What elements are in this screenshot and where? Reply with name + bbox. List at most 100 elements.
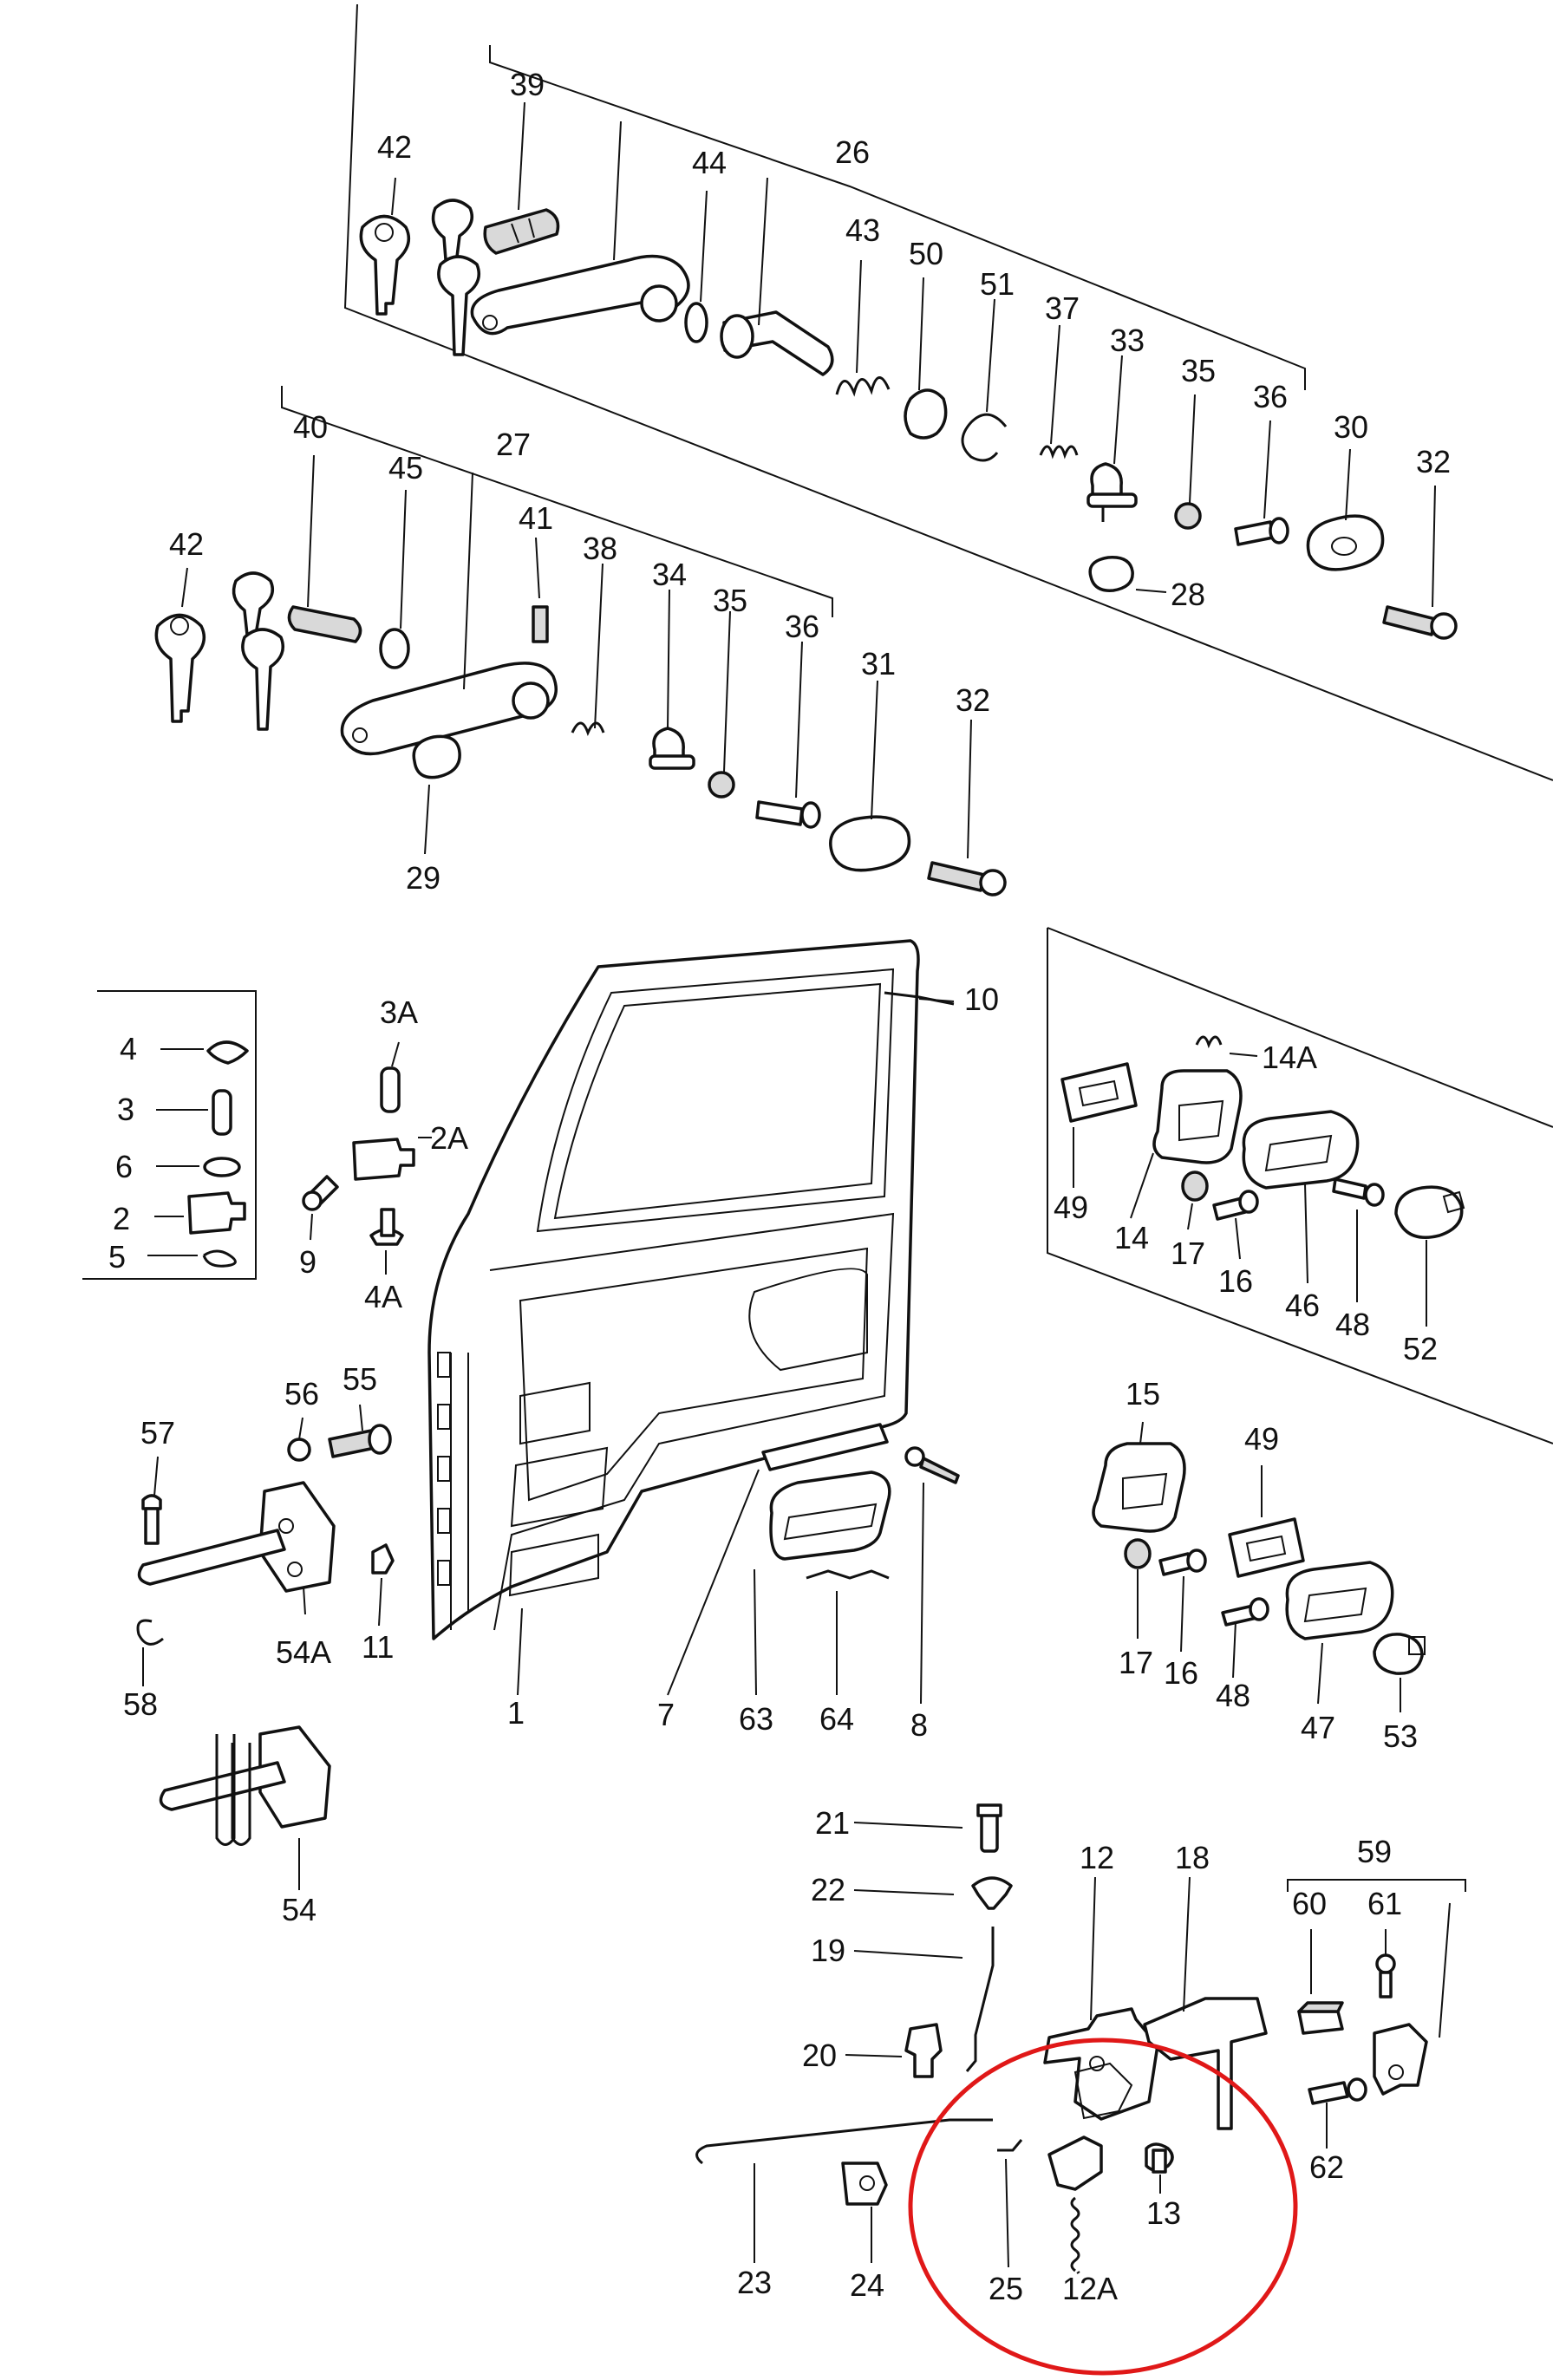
callout-41: 41 (519, 500, 553, 536)
check-strap-54A (137, 1481, 336, 1593)
cam-50 (904, 388, 948, 440)
callout-51: 51 (980, 266, 1015, 302)
inner-handle-15 (1092, 1442, 1186, 1533)
callout-19: 19 (811, 1933, 845, 1968)
outer-handle-mid (340, 662, 558, 756)
callout-38: 38 (583, 531, 617, 566)
pin-3A (380, 1066, 401, 1113)
lock-12 (1043, 2007, 1159, 2121)
seal-29 (412, 734, 461, 779)
callout-37: 37 (1045, 290, 1080, 326)
callout-58: 58 (123, 1686, 158, 1722)
callout-17-top: 17 (1171, 1236, 1205, 1271)
spring-12A (1070, 2196, 1080, 2272)
callout-14A: 14A (1262, 1040, 1317, 1075)
bracket-20 (904, 2023, 943, 2078)
screw-13 (1145, 2142, 1174, 2174)
callout-33: 33 (1110, 323, 1145, 358)
callout-4: 4 (120, 1031, 137, 1066)
cover-52 (1394, 1185, 1465, 1239)
striker-59 (1373, 2023, 1428, 2096)
seal-31 (829, 815, 911, 872)
callout-8: 8 (910, 1707, 928, 1743)
callout-29: 29 (406, 860, 440, 896)
bracket-7 (761, 1423, 889, 1471)
circlip-58 (136, 1619, 164, 1646)
o-ring-45 (379, 628, 410, 669)
cap-53 (1373, 1633, 1426, 1675)
clip-5 (202, 1249, 237, 1268)
washer-35-mid (708, 771, 735, 799)
inner-parts (761, 1423, 960, 1580)
hinge-parts (302, 1066, 415, 1246)
callout-42-top: 42 (377, 129, 412, 165)
callout-10: 10 (964, 981, 999, 1017)
callout-59: 59 (1357, 1834, 1392, 1869)
bracket-18 (1143, 1997, 1268, 2130)
right-panel-parts (1060, 1035, 1465, 1239)
callout-18: 18 (1175, 1840, 1210, 1875)
callout-31: 31 (861, 646, 896, 681)
callout-30: 30 (1334, 409, 1368, 445)
lever-33 (1086, 462, 1138, 522)
key-42-mid (154, 613, 206, 723)
callout-49-top: 49 (1054, 1190, 1088, 1225)
washer-17-mid (1124, 1538, 1152, 1569)
callout-54: 54 (282, 1892, 316, 1927)
bracket-60 (1297, 2001, 1344, 2035)
screw-32-top (1382, 605, 1458, 640)
seal-30 (1306, 514, 1385, 571)
right-middle-parts (1092, 1442, 1426, 1675)
callout-9: 9 (299, 1244, 316, 1280)
escutcheon-47 (1285, 1561, 1394, 1640)
callout-42-mid: 42 (169, 526, 204, 562)
callout-13: 13 (1146, 2195, 1181, 2231)
callout-7: 7 (657, 1697, 675, 1732)
callout-44: 44 (692, 145, 727, 180)
seal-10 (884, 991, 955, 1006)
callout-17-mid: 17 (1119, 1645, 1153, 1680)
callout-2: 2 (113, 1201, 130, 1236)
callout-6: 6 (115, 1149, 133, 1184)
lever-latch-center (1047, 2135, 1103, 2191)
screw-32-mid (927, 861, 1007, 897)
key-42-top (359, 214, 411, 316)
callout-47: 47 (1301, 1710, 1335, 1745)
circlip-56 (287, 1438, 311, 1462)
callout-32-top: 32 (1416, 444, 1451, 479)
spring-38 (571, 721, 605, 736)
callout-62: 62 (1309, 2149, 1344, 2185)
inner-handle-14 (1152, 1069, 1243, 1164)
lever-34 (649, 727, 695, 770)
washer-35-top (1174, 502, 1202, 530)
callout-39: 39 (510, 67, 545, 102)
callout-57: 57 (140, 1415, 175, 1451)
callout-22: 22 (811, 1872, 845, 1907)
callout-21: 21 (815, 1805, 850, 1841)
pin-3 (212, 1089, 232, 1136)
callout-52: 52 (1403, 1331, 1438, 1366)
callout-3A: 3A (380, 994, 418, 1030)
pin-8 (904, 1446, 960, 1484)
callout-36-mid: 36 (785, 609, 819, 644)
screw-48-mid (1221, 1597, 1269, 1627)
screw-36-mid (755, 800, 821, 829)
callout-54A: 54A (276, 1634, 331, 1670)
callout-24: 24 (850, 2267, 884, 2303)
pad-49-top (1060, 1062, 1138, 1123)
door-panel-1 (427, 939, 920, 1640)
rod-23 (695, 2118, 993, 2165)
callout-20: 20 (802, 2038, 837, 2073)
callout-1: 1 (507, 1695, 525, 1731)
bracket-2 (187, 1191, 246, 1235)
bolt-55 (328, 1424, 392, 1458)
callout-5: 5 (108, 1239, 126, 1275)
leader-lines (142, 101, 1451, 2274)
outer-handle-top (470, 254, 690, 336)
washer-6 (203, 1157, 241, 1177)
callout-36-top: 36 (1253, 379, 1288, 414)
pin-21 (976, 1803, 1002, 1853)
callout-32-mid: 32 (956, 682, 990, 718)
clip-22 (971, 1876, 1013, 1910)
